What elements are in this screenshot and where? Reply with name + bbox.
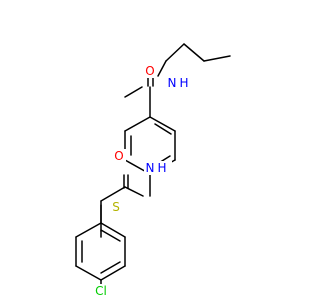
bond [100,261,121,274]
bond [124,86,143,98]
atom-labels: O N H N H O S Cl [91,64,194,298]
sulfur-label: S [112,200,120,214]
bond [154,123,172,135]
hydrogen-label: H [157,161,166,175]
bond [157,60,167,77]
bond [124,116,151,132]
bond [183,43,205,62]
nitrogen-label: N [146,161,155,175]
bond [165,43,185,62]
oxygen-label: O [114,149,123,163]
molecule-diagram: O N H N H O S Cl [75,43,231,298]
bond [100,222,126,238]
bond [75,265,102,281]
bond [149,116,176,132]
bond [100,229,121,242]
nitrogen-label: N [168,76,177,90]
chlorine-label: Cl [95,284,107,298]
oxygen-label: O [145,64,154,78]
hydrogen-label: H [179,76,188,90]
bond [75,222,102,238]
bond [100,265,126,281]
bond [100,186,126,202]
bond [203,55,231,62]
